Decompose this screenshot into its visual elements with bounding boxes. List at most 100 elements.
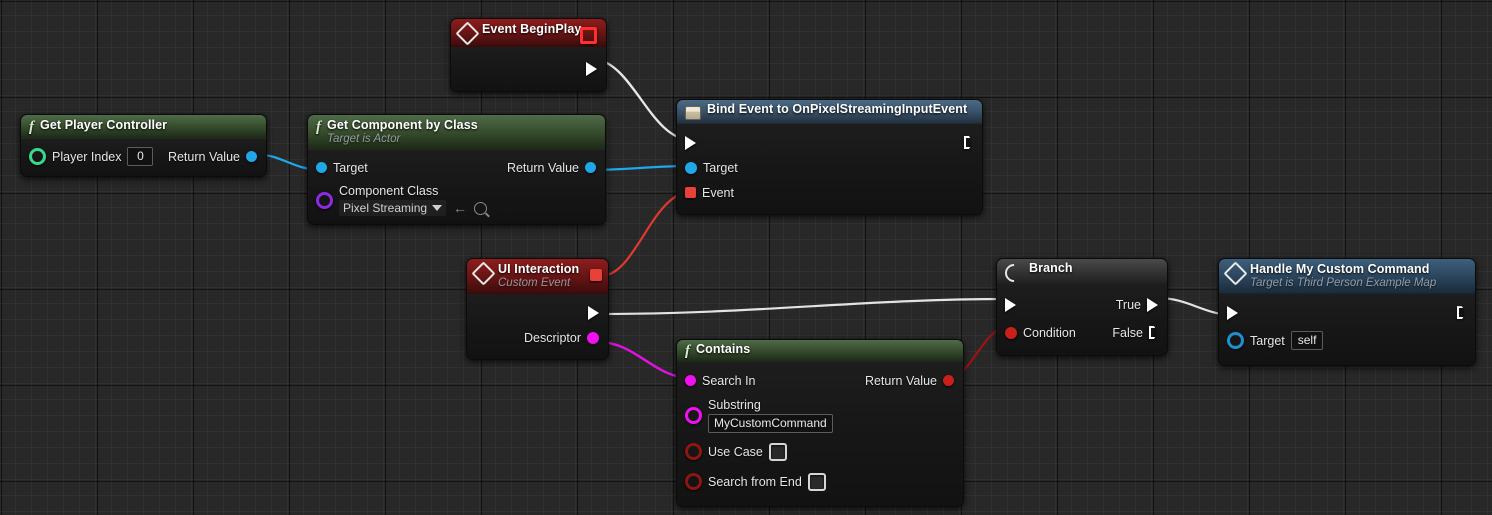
delegate-bind-icon <box>685 106 701 120</box>
magnifier-icon[interactable] <box>474 201 488 215</box>
node-header[interactable]: f Get Component by Class Target is Actor <box>308 115 605 151</box>
delegate-pin[interactable] <box>685 187 696 198</box>
exec-out-false-pin[interactable] <box>1149 326 1158 339</box>
pin-label: Return Value <box>506 160 579 175</box>
int-pin[interactable] <box>29 148 46 165</box>
delegate-pin[interactable] <box>590 269 602 281</box>
object-pin[interactable] <box>685 161 697 174</box>
bool-pin[interactable] <box>685 443 702 460</box>
exec-in-pin[interactable] <box>1227 305 1238 320</box>
pin-row-exec <box>1219 300 1475 325</box>
node-title: Get Component by Class <box>327 118 478 132</box>
node-title: UI Interaction <box>498 262 580 276</box>
pin-label: Target <box>703 160 738 175</box>
component-class-dropdown[interactable]: Pixel Streaming <box>339 200 447 217</box>
pin-row-exec-out <box>451 56 606 81</box>
pin-label: Player Index <box>52 149 122 164</box>
pin-row-target: Target self <box>1219 325 1475 353</box>
node-bind-event[interactable]: Bind Event to OnPixelStreamingInputEvent… <box>676 99 983 215</box>
function-f-icon: f <box>316 119 321 135</box>
pin-row-condition-false: Condition False <box>997 317 1167 345</box>
exec-out-pin[interactable] <box>1457 306 1466 319</box>
branch-icon <box>1001 260 1027 286</box>
back-arrow-icon[interactable]: ← <box>453 200 468 217</box>
exec-out-true-pin[interactable] <box>1147 297 1158 312</box>
node-subtitle: Target is Third Person Example Map <box>1250 277 1437 290</box>
node-contains[interactable]: f Contains Search In Return Value <box>676 339 964 507</box>
pin-label: Substring <box>708 398 761 412</box>
pin-row-exec-true: True <box>997 292 1167 317</box>
object-pin[interactable] <box>585 162 596 174</box>
self-object-pin[interactable] <box>1227 332 1244 350</box>
node-title: Bind Event to OnPixelStreamingInputEvent <box>707 102 968 116</box>
node-header[interactable]: Handle My Custom Command Target is Third… <box>1219 259 1475 295</box>
node-get-component-by-class[interactable]: f Get Component by Class Target is Actor… <box>307 114 606 226</box>
node-ui-interaction[interactable]: UI Interaction Custom Event Descriptor <box>466 258 609 361</box>
function-f-icon: f <box>685 343 690 359</box>
pin-row-event: Event <box>677 180 982 205</box>
event-diamond-icon <box>455 21 480 46</box>
node-header[interactable]: f Get Player Controller <box>21 115 266 139</box>
node-subtitle: Target is Actor <box>327 133 401 146</box>
exec-out-pin[interactable] <box>964 136 973 149</box>
pin-label: Target <box>333 160 368 175</box>
chevron-down-icon[interactable] <box>432 205 443 212</box>
exec-out-pin[interactable] <box>588 305 599 320</box>
node-title: Event BeginPlay <box>482 22 582 36</box>
node-get-player-controller[interactable]: f Get Player Controller Player Index 0 R… <box>20 114 267 177</box>
search-from-end-checkbox[interactable] <box>807 472 826 491</box>
node-title: Handle My Custom Command <box>1250 262 1430 276</box>
pin-row-search-from-end: Search from End <box>677 464 963 494</box>
node-subtitle: Custom Event <box>498 277 571 290</box>
node-header[interactable]: UI Interaction Custom Event <box>467 259 608 295</box>
pin-label: Component Class <box>339 184 439 199</box>
bool-pin[interactable] <box>943 375 954 386</box>
pin-label: True <box>1115 297 1141 312</box>
exec-in-pin[interactable] <box>685 135 696 150</box>
node-branch[interactable]: Branch True Condition <box>996 258 1168 356</box>
event-diamond-icon <box>1223 261 1248 286</box>
player-index-input[interactable]: 0 <box>127 147 154 166</box>
pin-label: Condition <box>1023 325 1076 340</box>
use-case-checkbox[interactable] <box>768 442 787 461</box>
pin-label: Descriptor <box>524 330 581 345</box>
exec-in-pin[interactable] <box>1005 297 1016 312</box>
node-event-begin-play[interactable]: Event BeginPlay <box>450 18 607 92</box>
pin-label: False <box>1112 325 1143 340</box>
node-header[interactable]: f Contains <box>677 340 963 362</box>
object-pin[interactable] <box>246 151 257 162</box>
string-pin[interactable] <box>685 375 696 386</box>
class-pin[interactable] <box>316 191 333 209</box>
substring-input[interactable]: MyCustomCommand <box>708 414 833 433</box>
object-pin[interactable] <box>316 162 327 174</box>
pin-row-target: Target <box>677 155 982 180</box>
pin-label: Use Case <box>708 444 763 459</box>
wire-uiinteraction-exec-to-branch <box>595 297 1009 316</box>
node-title: Get Player Controller <box>40 118 168 132</box>
delegate-pin[interactable] <box>580 27 597 44</box>
pin-label: Return Value <box>167 149 240 164</box>
pin-row-descriptor: Descriptor <box>467 325 608 350</box>
component-class-value: Pixel Streaming <box>343 201 428 216</box>
pin-label: Target <box>1250 333 1285 348</box>
bool-pin[interactable] <box>1005 326 1017 339</box>
string-pin[interactable] <box>685 407 702 424</box>
node-header[interactable]: Branch <box>997 259 1167 286</box>
function-f-icon: f <box>29 119 34 135</box>
pin-label: Search In <box>702 373 756 388</box>
node-header[interactable]: Event BeginPlay <box>451 19 606 47</box>
string-pin[interactable] <box>587 331 599 344</box>
node-handle-my-custom-command[interactable]: Handle My Custom Command Target is Third… <box>1218 258 1476 367</box>
node-title: Branch <box>1029 261 1073 275</box>
exec-out-pin[interactable] <box>586 61 597 76</box>
event-diamond-icon <box>471 261 496 286</box>
node-header[interactable]: Bind Event to OnPixelStreamingInputEvent <box>677 100 982 124</box>
bool-pin[interactable] <box>685 473 702 490</box>
pin-row-substring: Substring MyCustomCommand <box>677 393 963 434</box>
pin-row-component-class: Component Class Pixel Streaming ← <box>308 180 605 217</box>
pin-row-exec-out <box>467 300 608 325</box>
target-self-value[interactable]: self <box>1290 331 1324 351</box>
pin-label: Event <box>702 185 734 200</box>
pin-row-exec <box>677 130 982 155</box>
